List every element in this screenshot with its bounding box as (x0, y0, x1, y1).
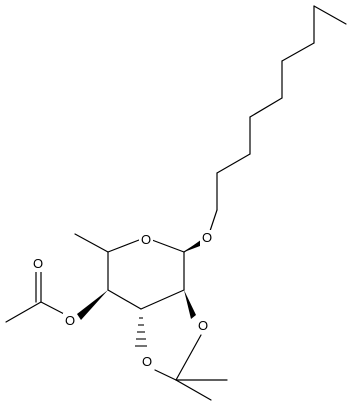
wedge-bond-c2-o (184, 290, 196, 319)
atom-oxygen-acetate-ester: O (63, 313, 77, 329)
svg-text:O: O (142, 354, 152, 369)
bond-chain-3 (281, 42, 315, 62)
bond-layer (5, 5, 347, 401)
svg-text:O: O (198, 318, 208, 333)
svg-text:O: O (33, 256, 43, 271)
bond-gem-methyl-1 (175, 379, 212, 401)
bond-acetate-methyl (5, 301, 42, 323)
wedge-bond-c4-o (77, 290, 108, 320)
bond-chain-5 (249, 97, 283, 118)
hash-bond-c3-o (135, 317, 147, 347)
bond-ring-c3-c2 (140, 289, 185, 310)
svg-text:O: O (65, 313, 75, 328)
bond-dioxolane-o-c (154, 369, 177, 381)
atom-oxygen-ether: O (200, 230, 214, 246)
bond-ring-c4-c3 (107, 289, 142, 310)
atom-oxygen-dioxolane-right: O (196, 318, 210, 334)
bond-methyl-c5 (74, 233, 109, 253)
atom-oxygen-carbonyl: O (31, 256, 45, 272)
svg-text:O: O (141, 232, 151, 247)
atom-oxygen-ring: O (139, 232, 153, 248)
atom-layer: O O O O O O (31, 230, 214, 370)
svg-text:O: O (202, 230, 212, 245)
bond-chain-7 (216, 153, 251, 174)
bond-dioxolane-c-o (175, 334, 202, 381)
bond-ring-c1-o5 (151, 239, 185, 253)
bond-chain-1 (313, 5, 347, 25)
bond-ring-o5-c5 (107, 239, 140, 253)
atom-oxygen-dioxolane-left: O (140, 354, 154, 370)
